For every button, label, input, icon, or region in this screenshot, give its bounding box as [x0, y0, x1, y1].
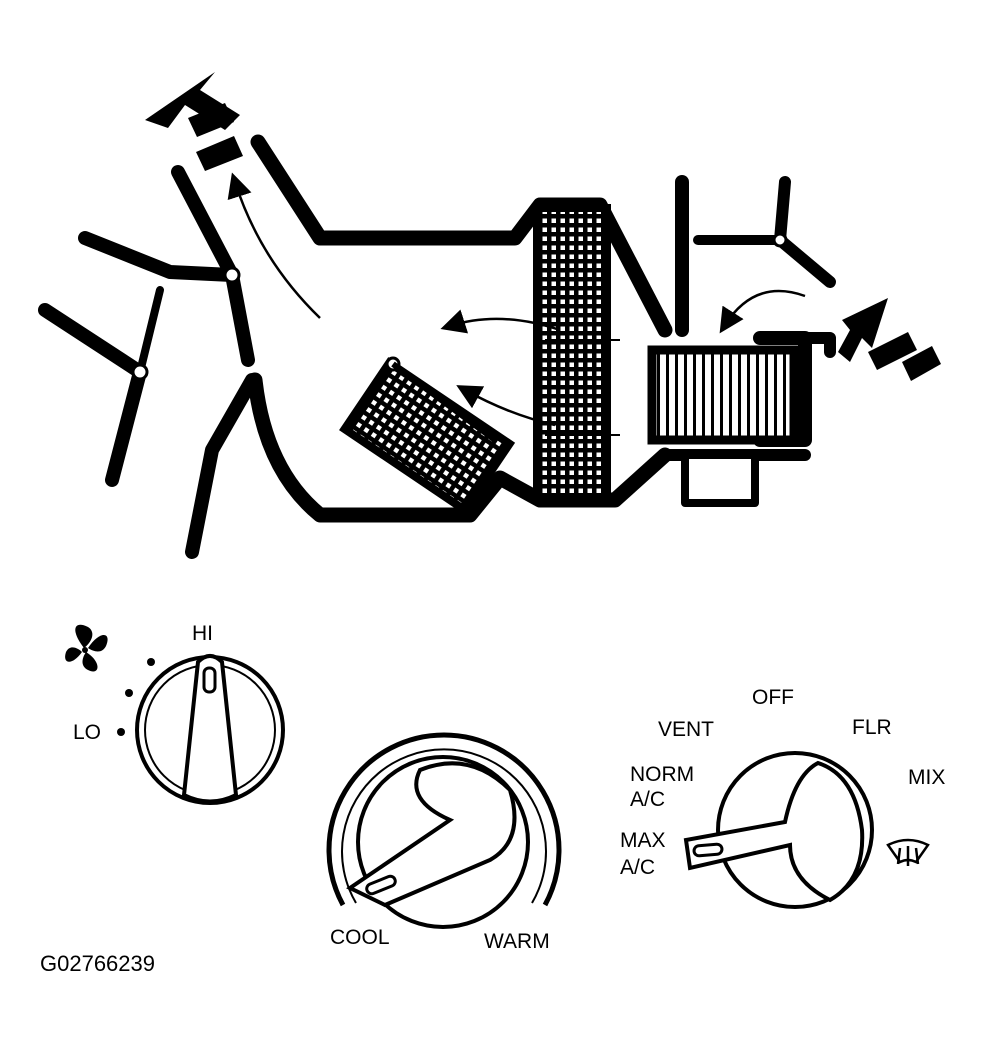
figure-code: G02766239 [40, 951, 155, 976]
mode-label-norm-ac-2: A/C [630, 788, 665, 811]
fresh-air-door-pivot [772, 232, 788, 248]
airflow-arrows [227, 172, 806, 427]
damper-lower-blade [225, 268, 255, 367]
defrost-door [78, 231, 239, 282]
mode-label-vent: VENT [658, 718, 714, 741]
mode-label-max-ac-2: A/C [620, 856, 655, 879]
floor-door-stem [136, 286, 164, 376]
fan-label-lo: LO [73, 721, 101, 744]
evaporator-core [533, 204, 611, 502]
mode-selector-knob[interactable] [683, 751, 874, 909]
airflow-arrow-mid [440, 309, 561, 334]
temp-scale-arc-inner [341, 748, 547, 904]
mode-label-max-ac-1: MAX [620, 829, 666, 852]
defrost-icon [886, 838, 930, 866]
fan-speed-dot-1 [117, 728, 125, 736]
floor-door-upper [38, 303, 147, 379]
fan-icon [65, 624, 108, 672]
outlet-airflow-arrow [145, 72, 243, 171]
airflow-arrow-upper [227, 172, 321, 319]
fan-label-hi: HI [192, 622, 213, 645]
floor-outlet-wall [185, 373, 259, 559]
temp-label-warm: WARM [484, 930, 550, 953]
blower-wheel [647, 345, 799, 445]
outlet-flap [171, 165, 239, 282]
mode-label-off: OFF [752, 686, 794, 709]
blower-outlet [799, 332, 836, 358]
fresh-air-door-lower [774, 234, 836, 288]
mode-label-norm-ac-1: NORM [630, 763, 694, 786]
mode-label-flr: FLR [852, 716, 892, 739]
temp-blend-door [391, 361, 497, 443]
floor-door-pivot [131, 363, 149, 381]
mode-label-mix: MIX [908, 766, 945, 789]
fan-speed-dot-2 [125, 689, 133, 697]
mode-control: OFF VENT FLR MIX NORM A/C MAX A/C [620, 686, 945, 909]
fan-speed-dot-3 [147, 658, 155, 666]
fan-control: HI LO [65, 622, 285, 805]
duct-schematic [38, 134, 836, 559]
intake-airflow-arrow [838, 298, 941, 381]
airflow-arrow-low [456, 385, 556, 427]
duct-lower-wall [247, 372, 673, 523]
fan-speed-knob[interactable] [135, 654, 285, 805]
floor-door-lower [105, 365, 147, 487]
temperature-knob[interactable] [346, 755, 530, 929]
blower-motor [681, 451, 759, 507]
fresh-air-door-upper [774, 176, 791, 246]
temp-label-cool: COOL [330, 926, 390, 949]
temp-scale-arc-outer [326, 732, 562, 907]
airflow-arrow-intake [719, 289, 806, 334]
temp-control: COOL WARM [326, 732, 562, 953]
damper-pivot [223, 266, 241, 284]
